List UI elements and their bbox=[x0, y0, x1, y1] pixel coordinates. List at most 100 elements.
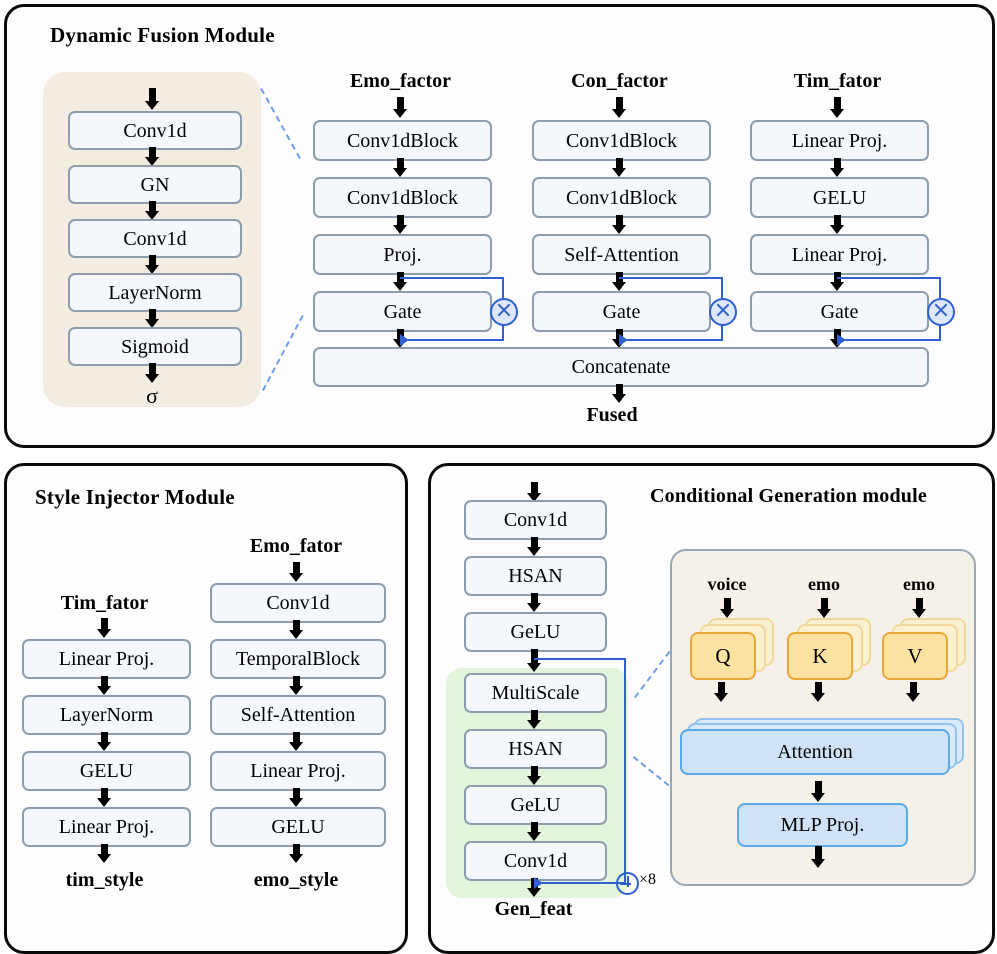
style-tim-step-gelu: GELU bbox=[22, 751, 191, 791]
residual-wire-top bbox=[534, 658, 626, 660]
arrow-gen-1 bbox=[527, 537, 541, 556]
gate-wire-emo-top bbox=[400, 277, 504, 279]
gate-multiply-icon-con bbox=[709, 298, 737, 326]
fusion-col-header-tim: Tim_fator bbox=[793, 70, 882, 92]
style-output-tim-style: tim_style bbox=[65, 869, 144, 891]
fusion-col-header-emo: Emo_factor bbox=[349, 70, 452, 92]
con-step-self-attention: Self-Attention bbox=[532, 234, 711, 275]
gate-step-layernorm: LayerNorm bbox=[68, 273, 242, 312]
style-col-header-tim: Tim_fator bbox=[60, 592, 149, 614]
con-step-conv1dblock-1: Conv1dBlock bbox=[532, 120, 711, 161]
fusion-col-header-con: Con_factor bbox=[571, 70, 668, 92]
arrow-q-attention bbox=[714, 682, 728, 702]
arrow-v-attention bbox=[906, 682, 920, 702]
arrow-style-emo-out bbox=[289, 844, 303, 863]
arrow-into-conv1d bbox=[145, 88, 159, 110]
arrow-tim-2 bbox=[830, 215, 844, 234]
gate-wire-tim-bottom bbox=[845, 339, 941, 341]
style-emo-step-temporalblock: TemporalBlock bbox=[210, 639, 386, 679]
arrow-style-emo-in bbox=[289, 562, 303, 582]
residual-wire-right bbox=[624, 658, 626, 884]
style-col-header-emo: Emo_fator bbox=[249, 535, 343, 557]
card-front-k: K bbox=[787, 632, 853, 680]
gate-detail-output-sigma: σ bbox=[146, 383, 158, 408]
attention-card-q: Q bbox=[690, 618, 774, 680]
repeat-count-label: ×8 bbox=[639, 871, 657, 888]
arrow-voice-q bbox=[720, 598, 734, 618]
gate-wire-con-bottom bbox=[627, 339, 723, 341]
con-step-gate: Gate bbox=[532, 291, 711, 332]
arrow-style-tim-1 bbox=[97, 676, 111, 695]
con-step-conv1dblock-2: Conv1dBlock bbox=[532, 177, 711, 218]
residual-add-icon bbox=[616, 872, 639, 895]
arrow-emo-2 bbox=[393, 215, 407, 234]
arrow-gen-5 bbox=[527, 766, 541, 785]
attention-input-emo-2: emo bbox=[903, 574, 935, 594]
arrow-tim-1 bbox=[830, 158, 844, 177]
panel-title-style-injector: Style Injector Module bbox=[35, 485, 235, 509]
tim-step-linear-proj-1: Linear Proj. bbox=[750, 120, 929, 161]
arrow-con-4 bbox=[612, 329, 626, 348]
emo-step-conv1dblock-2: Conv1dBlock bbox=[313, 177, 492, 218]
arrow-tim-in bbox=[830, 97, 844, 118]
arrow-emo-3 bbox=[393, 272, 407, 291]
tim-step-gate: Gate bbox=[750, 291, 929, 332]
style-emo-step-gelu: GELU bbox=[210, 807, 386, 847]
arrow-con-1 bbox=[612, 158, 626, 177]
arrow-gen-6 bbox=[527, 822, 541, 841]
arrow-mlp-out bbox=[811, 846, 825, 868]
arrow-conv1d-gn bbox=[145, 147, 159, 166]
arrow-gen-2 bbox=[527, 593, 541, 612]
arrow-emo-4 bbox=[393, 329, 407, 348]
attention-card-v: V bbox=[882, 618, 966, 680]
arrow-gen-3 bbox=[527, 649, 541, 673]
gen-step-gelu-pre: GeLU bbox=[464, 612, 607, 652]
arrow-con-3 bbox=[612, 272, 626, 291]
attention-input-voice: voice bbox=[707, 574, 747, 594]
gen-output-gen-feat: Gen_feat bbox=[494, 898, 573, 920]
emo-step-gate: Gate bbox=[313, 291, 492, 332]
gate-multiply-icon-tim bbox=[927, 298, 955, 326]
gate-step-conv1d-1: Conv1d bbox=[68, 111, 242, 150]
gate-wire-tim-top bbox=[837, 277, 941, 279]
gen-step-conv1d-loop: Conv1d bbox=[464, 841, 607, 881]
arrow-gen-in bbox=[527, 482, 541, 502]
gen-step-gelu-loop: GeLU bbox=[464, 785, 607, 825]
gen-step-hsan-loop: HSAN bbox=[464, 729, 607, 769]
arrow-emo-in bbox=[393, 97, 407, 118]
residual-wire-arrowhead bbox=[534, 877, 543, 889]
arrow-tim-4 bbox=[830, 329, 844, 348]
arrow-style-tim-out bbox=[97, 844, 111, 863]
card-front-q: Q bbox=[690, 632, 756, 680]
arrow-style-tim-in bbox=[97, 618, 111, 638]
arrow-style-emo-1 bbox=[289, 620, 303, 639]
arrow-style-tim-3 bbox=[97, 788, 111, 807]
arrow-gen-4 bbox=[527, 710, 541, 729]
arrow-style-emo-2 bbox=[289, 676, 303, 695]
attention-input-emo-1: emo bbox=[808, 574, 840, 594]
mlp-proj-box: MLP Proj. bbox=[737, 803, 908, 847]
arrow-emo-k bbox=[817, 598, 831, 618]
attention-front: Attention bbox=[680, 729, 950, 775]
gate-wire-con-arrowhead bbox=[619, 334, 628, 346]
attention-card-k: K bbox=[787, 618, 871, 680]
gate-wire-tim-arrowhead bbox=[837, 334, 846, 346]
gen-step-hsan-pre: HSAN bbox=[464, 556, 607, 596]
style-emo-step-self-attention: Self-Attention bbox=[210, 695, 386, 735]
arrow-style-emo-4 bbox=[289, 788, 303, 807]
card-front-v: V bbox=[882, 632, 948, 680]
fusion-output-fused: Fused bbox=[586, 404, 638, 426]
style-tim-step-linear-proj-1: Linear Proj. bbox=[22, 639, 191, 679]
attention-bar: Attention bbox=[680, 718, 964, 778]
arrow-k-attention bbox=[811, 682, 825, 702]
gate-wire-emo-bottom bbox=[408, 339, 504, 341]
tim-step-linear-proj-2: Linear Proj. bbox=[750, 234, 929, 275]
concatenate-bar: Concatenate bbox=[313, 347, 929, 387]
arrow-style-tim-2 bbox=[97, 732, 111, 751]
tim-step-gelu: GELU bbox=[750, 177, 929, 218]
arrow-sigmoid-sigma bbox=[145, 363, 159, 383]
arrow-gn-conv1d bbox=[145, 201, 159, 220]
gate-step-gn: GN bbox=[68, 165, 242, 204]
panel-title-dynamic-fusion: Dynamic Fusion Module bbox=[50, 23, 275, 47]
gen-step-multiscale: MultiScale bbox=[464, 673, 607, 713]
